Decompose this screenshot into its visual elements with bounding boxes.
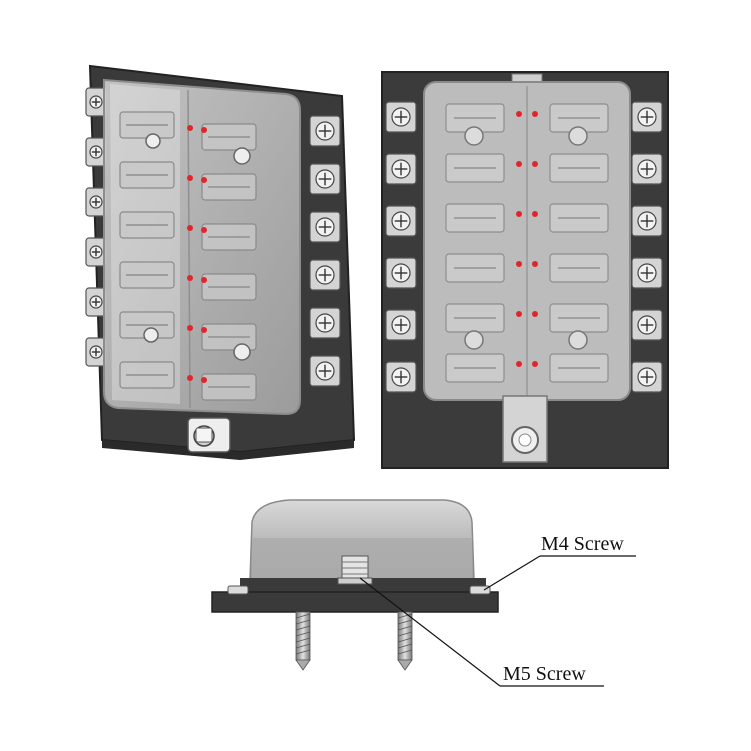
fuse-slot-icon: [201, 373, 257, 401]
indicator-led-icon: [187, 225, 193, 231]
fuse-slot-icon: [445, 353, 505, 383]
screw-terminal-icon: [309, 307, 341, 339]
base-bottom-lip: [102, 440, 354, 460]
fuse-slot-icon: [201, 173, 257, 201]
indicator-led-icon: [201, 227, 207, 233]
indicator-led-icon: [187, 375, 193, 381]
screw-terminal-icon: [631, 309, 663, 341]
fuse-slot-icon: [119, 111, 175, 139]
screw-terminal-icon: [309, 211, 341, 243]
ground-stud: [187, 417, 231, 453]
screw-terminal-icon: [309, 259, 341, 291]
screw-terminal-icon: [309, 355, 341, 387]
fuse-slot-icon: [549, 353, 609, 383]
screw-terminal-icon: [85, 237, 107, 267]
fuse-slot-icon: [119, 261, 175, 289]
indicator-led-icon: [532, 261, 538, 267]
perspective-view: [85, 64, 356, 460]
indicator-led-icon: [532, 111, 538, 117]
indicator-led-icon: [532, 211, 538, 217]
fuse-slot-grid: [119, 111, 257, 401]
indicator-led-icon: [201, 277, 207, 283]
indicator-led-icon: [516, 361, 522, 367]
screw-terminal-icon: [385, 257, 417, 289]
side-view: M4 Screw M5 Screw: [211, 499, 636, 687]
indicator-led-icon: [532, 361, 538, 367]
right-terminal-column: [631, 101, 663, 393]
m4-screw-label: M4 Screw: [541, 533, 624, 555]
m4-screw-head-right: [469, 585, 491, 595]
fuse-slot-icon: [201, 123, 257, 151]
fuse-slot-icon: [549, 153, 609, 183]
fuse-slot-icon: [119, 161, 175, 189]
indicator-led-icon: [187, 125, 193, 131]
indicator-led-icon: [201, 327, 207, 333]
screw-terminal-icon: [385, 361, 417, 393]
indicator-led-icon: [516, 261, 522, 267]
screw-terminal-icon: [85, 87, 107, 117]
screw-terminal-icon: [385, 309, 417, 341]
mounting-screw-icon: [143, 133, 251, 361]
screw-terminal-icon: [385, 101, 417, 133]
fuse-slot-grid: [445, 103, 609, 383]
indicator-led-icon: [201, 127, 207, 133]
ground-stud: [502, 395, 548, 463]
cover-center-seam: [187, 89, 191, 409]
screw-terminal-icon: [631, 101, 663, 133]
fuse-slot-icon: [119, 361, 175, 389]
mounting-screw-icon: [295, 611, 413, 671]
indicator-led-icon: [516, 161, 522, 167]
screw-terminal-icon: [631, 361, 663, 393]
screw-terminal-icon: [631, 153, 663, 185]
screw-terminal-icon: [385, 205, 417, 237]
m5-screw-callout: M5 Screw: [359, 577, 604, 687]
fuse-slot-icon: [445, 153, 505, 183]
indicator-led-icon: [201, 377, 207, 383]
fuse-slot-icon: [119, 211, 175, 239]
indicator-led-icon: [516, 211, 522, 217]
screw-terminal-icon: [385, 153, 417, 185]
left-terminal-column: [385, 101, 417, 393]
indicator-led-icon: [187, 275, 193, 281]
indicator-led-icon: [187, 325, 193, 331]
fuse-slot-icon: [445, 303, 505, 333]
mounting-screw-icon: [464, 126, 588, 350]
m4-screw-callout: M4 Screw: [483, 533, 636, 591]
screw-terminal-icon: [309, 115, 341, 147]
fuse-slot-icon: [445, 203, 505, 233]
fuse-slot-icon: [201, 273, 257, 301]
side-base-top: [240, 578, 486, 592]
indicator-led-icon: [187, 175, 193, 181]
top-view: [381, 71, 669, 469]
indicator-led-icon: [516, 111, 522, 117]
fuse-slot-icon: [549, 103, 609, 133]
m5-screw-label: M5 Screw: [503, 663, 586, 685]
right-terminal-column: [309, 115, 341, 387]
indicator-led-icon: [532, 311, 538, 317]
indicator-led-icon: [516, 311, 522, 317]
fuse-slot-icon: [201, 223, 257, 251]
screw-terminal-icon: [309, 163, 341, 195]
fuse-slot-icon: [445, 253, 505, 283]
screw-terminal-icon: [631, 205, 663, 237]
m4-screw-head-left: [227, 585, 249, 595]
screw-terminal-icon: [631, 257, 663, 289]
fuse-slot-icon: [549, 203, 609, 233]
indicator-led-icon: [201, 177, 207, 183]
side-base-plate: [211, 591, 499, 613]
indicator-led-icon: [532, 161, 538, 167]
m5-stud: [337, 555, 373, 585]
fuse-slot-icon: [549, 253, 609, 283]
fuse-slot-icon: [549, 303, 609, 333]
